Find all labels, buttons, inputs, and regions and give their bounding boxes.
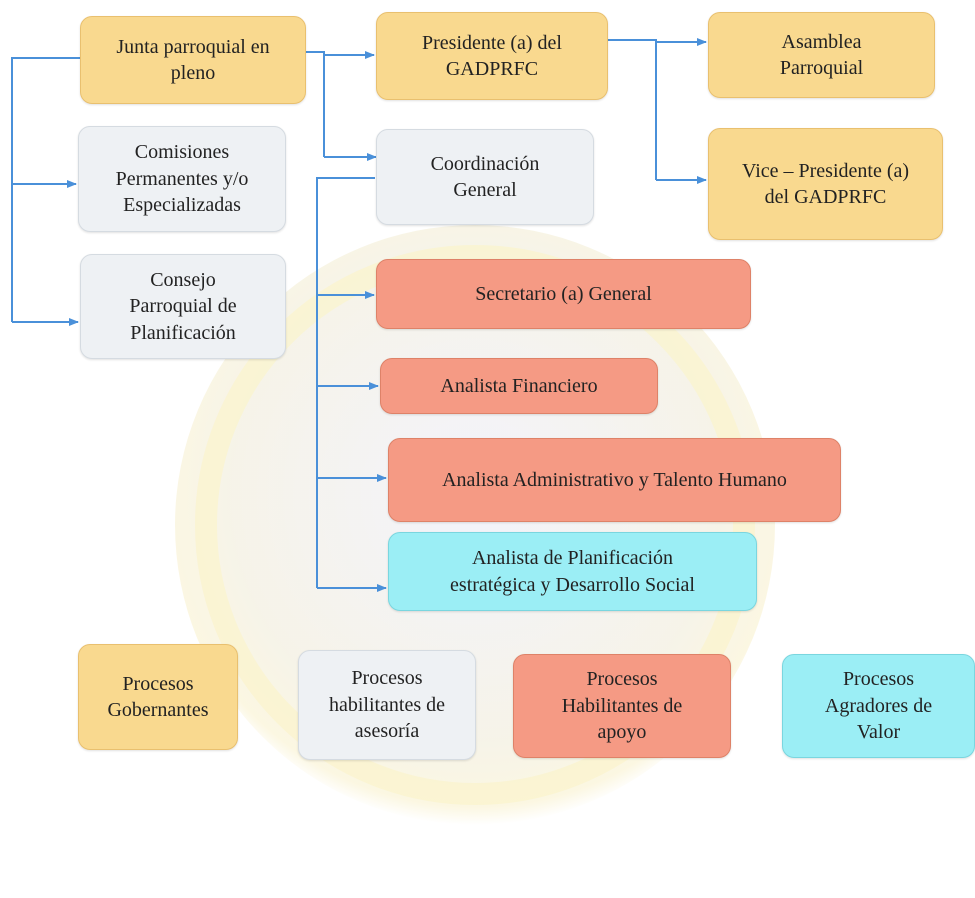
node-asamblea-parroquial: Asamblea Parroquial [708,12,935,98]
node-analista-financiero: Analista Financiero [380,358,658,414]
legend-procesos-apoyo: Procesos Habilitantes de apoyo [513,654,731,758]
node-comisiones: Comisiones Permanentes y/o Especializada… [78,126,286,232]
legend-procesos-agregadores: Procesos Agradores de Valor [782,654,975,758]
node-consejo-parroquial: Consejo Parroquial de Planificación [80,254,286,359]
node-coordinacion-general: Coordinación General [376,129,594,225]
connector-coordinacion-out [316,177,375,588]
node-vicepresidente: Vice – Presidente (a) del GADPRFC [708,128,943,240]
node-junta-parroquial: Junta parroquial en pleno [80,16,306,104]
legend-procesos-asesoria: Procesos habilitantes de asesoría [298,650,476,760]
legend-procesos-gobernantes: Procesos Gobernantes [78,644,238,750]
connector-junta-out [306,51,325,157]
connector-left-bracket [11,57,80,322]
node-analista-administrativo: Analista Administrativo y Talento Humano [388,438,841,522]
node-analista-planificacion: Analista de Planificación estratégica y … [388,532,757,611]
node-secretario-general: Secretario (a) General [376,259,751,329]
connector-presidente-out [608,39,657,180]
node-presidente: Presidente (a) del GADPRFC [376,12,608,100]
